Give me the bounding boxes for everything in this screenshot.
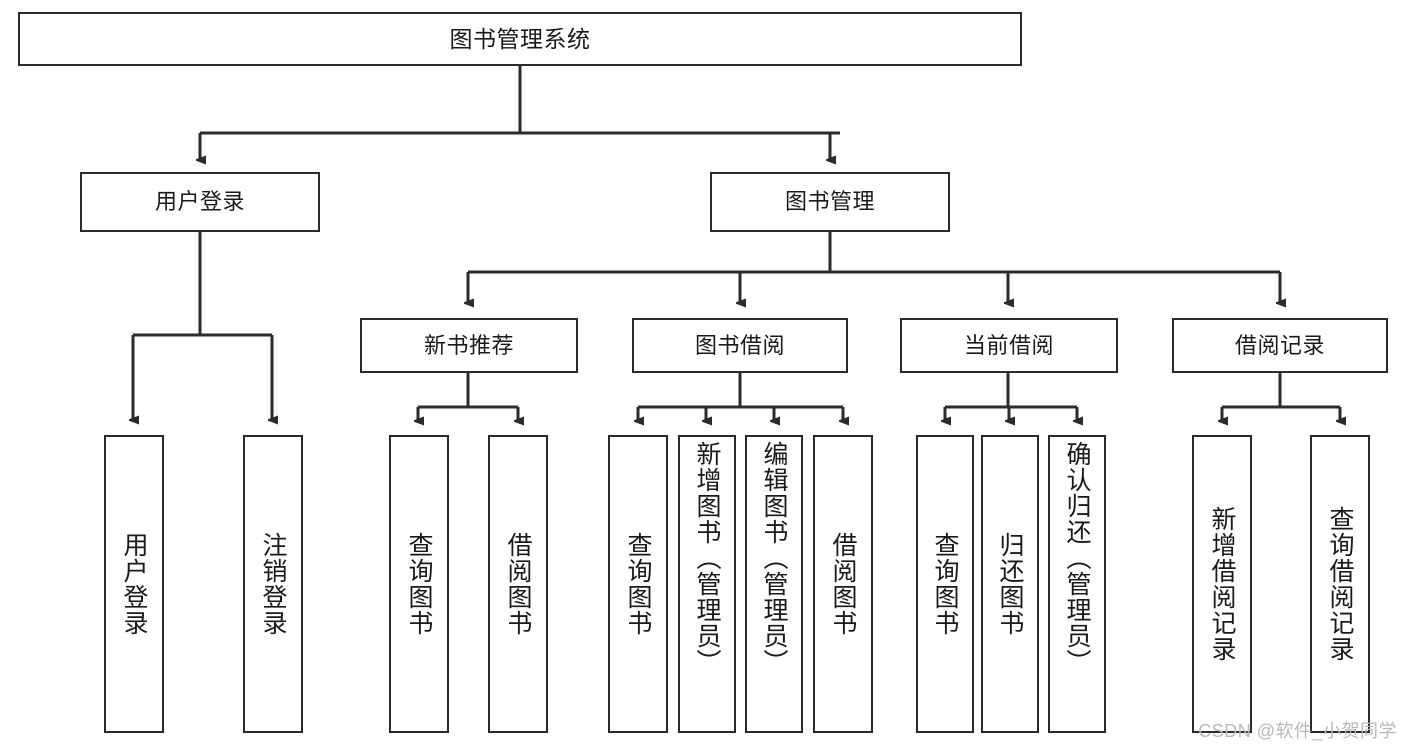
node-label: 借阅图书: [504, 532, 532, 636]
node-borrow-record[interactable]: 借阅记录: [1172, 318, 1388, 373]
node-label: 新增图书（管理员）: [693, 441, 721, 675]
node-label: 新增借阅记录: [1208, 506, 1236, 662]
leaf-edit-book-admin[interactable]: 编辑图书（管理员）: [745, 435, 803, 733]
node-label: 当前借阅: [963, 332, 1054, 358]
node-label: 注销登录: [259, 532, 287, 636]
node-label: 编辑图书（管理员）: [760, 441, 788, 675]
node-label: 查询图书: [624, 532, 652, 636]
node-new-book-recommend[interactable]: 新书推荐: [360, 318, 578, 373]
node-label: 新书推荐: [423, 332, 514, 358]
leaf-borrow-book-recommend[interactable]: 借阅图书: [488, 435, 548, 733]
csdn-watermark: CSDN @软件_小贺同学: [1198, 721, 1397, 741]
leaf-logout[interactable]: 注销登录: [243, 435, 303, 733]
node-label: 归还图书: [996, 532, 1024, 636]
leaf-query-book-borrow[interactable]: 查询图书: [608, 435, 668, 733]
node-label: 借阅记录: [1234, 332, 1325, 358]
node-label: 查询借阅记录: [1326, 506, 1354, 662]
node-root-system[interactable]: 图书管理系统: [18, 12, 1022, 66]
leaf-confirm-return-admin[interactable]: 确认归还（管理员）: [1048, 435, 1106, 733]
leaf-query-book-recommend[interactable]: 查询图书: [389, 435, 449, 733]
node-label: 图书管理: [784, 189, 875, 215]
leaf-user-login[interactable]: 用户登录: [104, 435, 164, 733]
leaf-return-book[interactable]: 归还图书: [981, 435, 1039, 733]
leaf-add-borrow-record[interactable]: 新增借阅记录: [1192, 435, 1252, 733]
leaf-query-borrow-record[interactable]: 查询借阅记录: [1310, 435, 1370, 733]
node-label: 借阅图书: [829, 532, 857, 636]
node-label: 用户登录: [120, 532, 148, 636]
node-label: 查询图书: [931, 532, 959, 636]
node-user-login[interactable]: 用户登录: [80, 172, 320, 232]
node-label: 查询图书: [405, 532, 433, 636]
node-label: 图书管理系统: [449, 25, 591, 52]
leaf-query-book-current[interactable]: 查询图书: [916, 435, 974, 733]
node-label: 确认归还（管理员）: [1063, 441, 1091, 675]
leaf-borrow-book[interactable]: 借阅图书: [813, 435, 873, 733]
node-label: 用户登录: [154, 189, 245, 215]
node-current-borrow[interactable]: 当前借阅: [900, 318, 1118, 373]
node-book-management[interactable]: 图书管理: [710, 172, 950, 232]
leaf-add-book-admin[interactable]: 新增图书（管理员）: [678, 435, 736, 733]
node-label: 图书借阅: [694, 332, 785, 358]
node-book-borrow[interactable]: 图书借阅: [632, 318, 848, 373]
